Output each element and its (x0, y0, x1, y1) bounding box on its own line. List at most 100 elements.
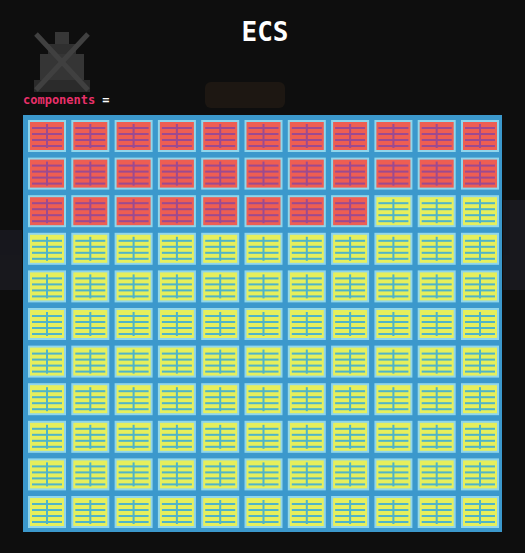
cell-fill (376, 197, 410, 225)
cell-border (288, 158, 326, 190)
component-cell (201, 346, 239, 378)
cell-border (331, 421, 369, 453)
component-cell (71, 158, 109, 190)
cell-border (245, 195, 283, 227)
component-cell (115, 383, 153, 415)
cell-fill (290, 498, 324, 526)
cell-border (71, 346, 109, 378)
cell-border (461, 346, 499, 378)
component-cell (245, 120, 283, 152)
cell-fill (247, 197, 281, 225)
cell-line (349, 162, 351, 186)
cell-border (158, 120, 196, 152)
cell-fill (117, 310, 151, 338)
cell-border (158, 308, 196, 340)
component-cell (331, 421, 369, 453)
cell-line (392, 312, 394, 336)
cell-border (331, 308, 369, 340)
component-cell (245, 158, 283, 190)
cell-line (479, 462, 481, 486)
cell-border (288, 195, 326, 227)
cell-line (176, 387, 178, 411)
cell-line (219, 162, 221, 186)
component-cell (374, 270, 412, 302)
icon-cross (36, 34, 88, 90)
robot-icon (34, 32, 90, 92)
component-cell (374, 346, 412, 378)
cell-border (245, 158, 283, 190)
component-cell (115, 233, 153, 265)
cell-border (461, 421, 499, 453)
cell-line (392, 425, 394, 449)
cell-line (46, 124, 48, 148)
cell-border (201, 158, 239, 190)
component-cell (245, 458, 283, 490)
cell-border (28, 421, 66, 453)
cell-fill (247, 348, 281, 376)
cell-border (245, 421, 283, 453)
cell-border (115, 233, 153, 265)
cell-line (46, 462, 48, 486)
component-cell (158, 383, 196, 415)
cell-line (89, 462, 91, 486)
cell-fill (420, 272, 454, 300)
component-cell (374, 458, 412, 490)
component-cell (201, 120, 239, 152)
cell-line (436, 124, 438, 148)
component-cell (288, 421, 326, 453)
component-cell (374, 421, 412, 453)
component-cell (288, 233, 326, 265)
component-cell (245, 270, 283, 302)
cell-border (71, 233, 109, 265)
cell-border (418, 383, 456, 415)
cell-fill (203, 385, 237, 413)
cell-border (201, 270, 239, 302)
cell-fill (160, 272, 194, 300)
cell-line (436, 462, 438, 486)
component-cell (158, 458, 196, 490)
cell-fill (73, 272, 107, 300)
component-cell (158, 496, 196, 528)
cell-line (306, 162, 308, 186)
cell-line (263, 274, 265, 298)
cell-border (115, 120, 153, 152)
component-cell (288, 195, 326, 227)
icon-cross (36, 34, 88, 90)
cell-border (245, 383, 283, 415)
cell-border (28, 496, 66, 528)
cell-line (392, 387, 394, 411)
component-cell (201, 496, 239, 528)
cell-line (436, 237, 438, 261)
cell-fill (463, 160, 497, 188)
cell-border (331, 120, 369, 152)
component-cell (418, 120, 456, 152)
cell-line (133, 387, 135, 411)
cell-fill (30, 235, 64, 263)
component-cell (158, 270, 196, 302)
cell-line (176, 312, 178, 336)
cell-fill (420, 498, 454, 526)
cell-line (176, 237, 178, 261)
cell-fill (290, 423, 324, 451)
cell-fill (333, 197, 367, 225)
cell-border (461, 270, 499, 302)
cell-fill (73, 310, 107, 338)
cell-fill (30, 348, 64, 376)
cell-border (71, 421, 109, 453)
cell-border (374, 383, 412, 415)
component-cell (418, 421, 456, 453)
component-cell (71, 308, 109, 340)
cell-border (28, 233, 66, 265)
cell-border (418, 308, 456, 340)
cell-line (263, 500, 265, 524)
component-cell (331, 383, 369, 415)
component-cell (71, 421, 109, 453)
component-cell (115, 158, 153, 190)
cell-fill (420, 197, 454, 225)
cell-border (461, 383, 499, 415)
cell-border (71, 383, 109, 415)
cell-fill (290, 235, 324, 263)
cell-line (306, 387, 308, 411)
cell-line (392, 199, 394, 223)
cell-border (201, 496, 239, 528)
